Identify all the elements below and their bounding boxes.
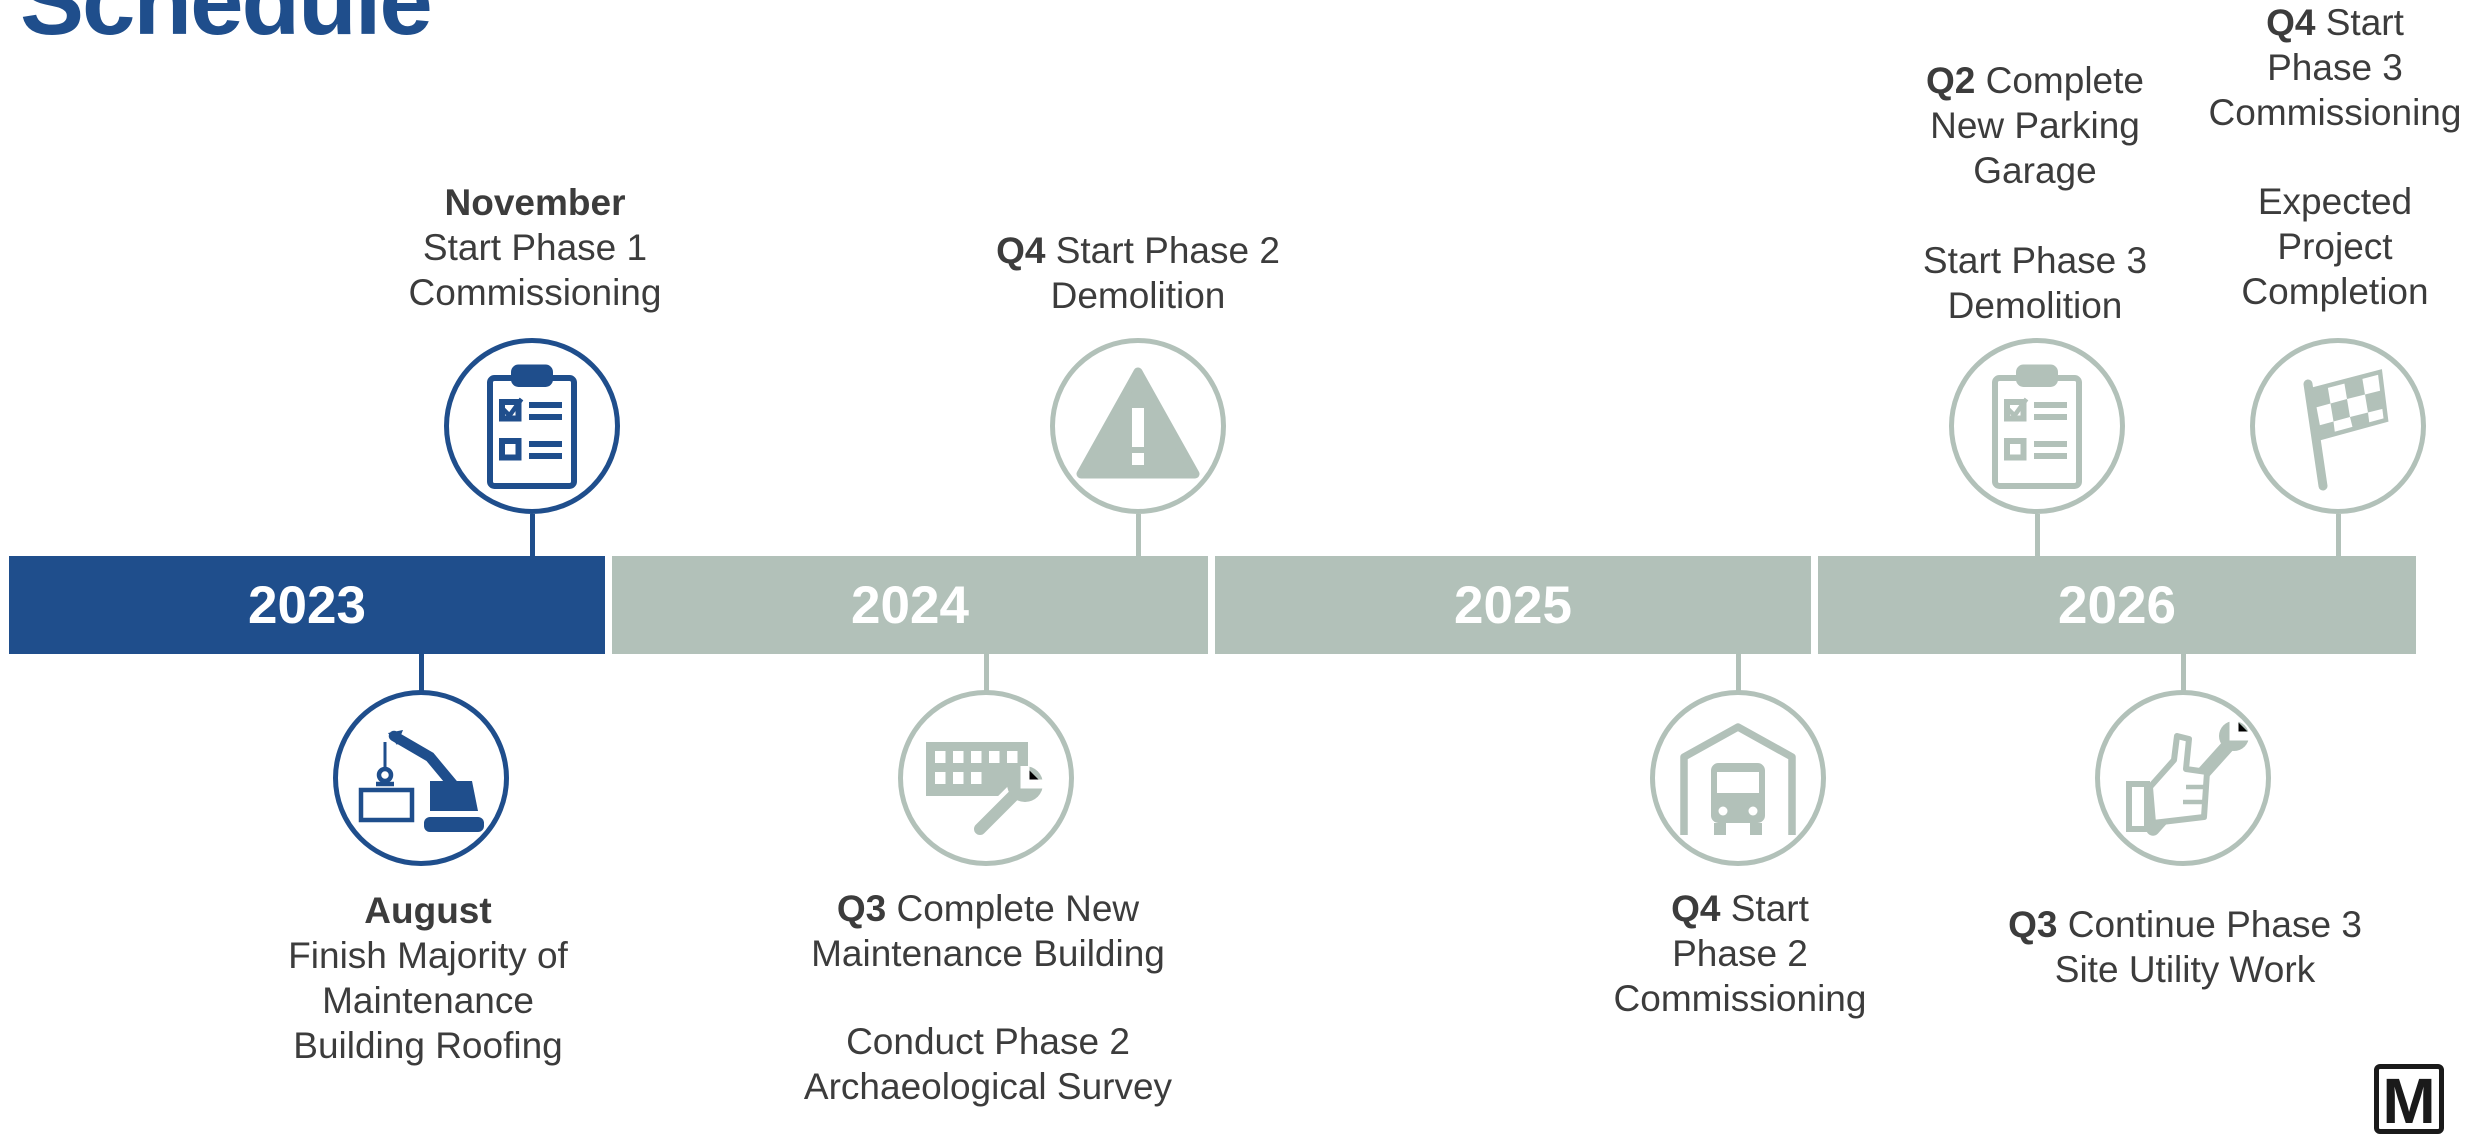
milestone-text: Garage	[1973, 150, 2097, 191]
crane-excavator-icon	[358, 730, 484, 832]
milestone-label: Q4 Start Phase 3 Commissioning Expected …	[2190, 0, 2476, 314]
milestone-text: Expected	[2257, 181, 2413, 222]
milestone-text: Continue Phase 3	[2057, 904, 2362, 945]
year-label: 2023	[248, 575, 366, 635]
milestone-label: Q3 Complete New Maintenance Building Con…	[788, 886, 1188, 1109]
connector-line	[1736, 652, 1741, 692]
milestone-text: Start Phase 1	[422, 227, 648, 268]
page-title: Schedule	[20, 0, 433, 55]
milestone-label: August Finish Majority of Maintenance Bu…	[228, 888, 628, 1068]
milestone-label: November Start Phase 1 Commissioning	[335, 180, 735, 315]
bus-garage-icon	[1680, 723, 1796, 835]
milestone-text: Commissioning	[1613, 978, 1867, 1019]
milestone-text: Maintenance	[322, 980, 534, 1021]
milestone-icon-circle	[333, 690, 509, 866]
milestone-label: Q2 Complete New Parking Garage Start Pha…	[1865, 58, 2205, 328]
milestone-text: Demolition	[1947, 285, 2123, 326]
milestone-icon-circle	[1650, 690, 1826, 866]
milestone-text: Demolition	[1050, 275, 1226, 316]
milestone-date: Q4	[2266, 2, 2316, 43]
milestone-text: Conduct Phase 2	[846, 1021, 1130, 1062]
connector-line	[2181, 652, 2186, 692]
milestone-icon-circle	[444, 338, 620, 514]
connector-line	[2336, 514, 2341, 558]
milestone-label: Q4 Start Phase 2 Commissioning	[1590, 886, 1890, 1021]
building-wrench-icon	[926, 742, 1043, 840]
milestone-date: Q4	[1671, 888, 1721, 929]
milestone-text: Phase 2	[1672, 933, 1808, 974]
warning-icon	[1076, 367, 1200, 479]
milestone-text: Start	[2315, 2, 2404, 43]
milestone-label: Q4 Start Phase 2 Demolition	[938, 228, 1338, 318]
year-bar-2026: 2026	[1818, 556, 2416, 654]
milestone-date: August	[364, 890, 492, 931]
milestone-text: Completion	[2241, 271, 2429, 312]
milestone-date: Q3	[2008, 904, 2058, 945]
milestone-text: Project	[2277, 226, 2393, 267]
logo-letter: M	[2382, 1065, 2436, 1137]
year-label: 2025	[1454, 575, 1572, 635]
milestone-text: Complete New	[886, 888, 1140, 929]
year-bar-2023: 2023	[9, 556, 605, 654]
milestone-icon-circle	[2095, 690, 2271, 866]
milestone-date: November	[444, 182, 626, 223]
milestone-text: Maintenance Building	[811, 933, 1165, 974]
connector-line	[984, 652, 989, 692]
milestone-icon-circle	[1949, 338, 2125, 514]
connector-line	[1136, 514, 1141, 558]
milestone-date: Q4	[996, 230, 1046, 271]
connector-line	[419, 652, 424, 692]
year-bar-2024: 2024	[612, 556, 1208, 654]
milestone-icon-circle	[2250, 338, 2426, 514]
milestone-icon-circle	[898, 690, 1074, 866]
milestone-text: Commissioning	[408, 272, 662, 313]
connector-line	[530, 514, 535, 558]
milestone-text: Start	[1720, 888, 1809, 929]
milestone-date: Q3	[836, 888, 887, 929]
milestone-text: Commissioning	[2208, 92, 2462, 133]
year-label: 2024	[851, 575, 969, 635]
milestone-text: Building Roofing	[293, 1025, 563, 1066]
milestone-text: Finish Majority of	[288, 935, 568, 976]
clipboard-checklist-icon	[1992, 364, 2082, 489]
year-label: 2026	[2058, 575, 2176, 635]
year-bar-2025: 2025	[1215, 556, 1811, 654]
milestone-text: Phase 3	[2267, 47, 2403, 88]
milestone-text: Start Phase 2	[1045, 230, 1280, 271]
milestone-text: New Parking	[1930, 105, 2140, 146]
clipboard-checklist-icon	[487, 364, 577, 489]
milestone-date: Q2	[1926, 60, 1976, 101]
metro-logo: M	[2374, 1064, 2444, 1134]
milestone-label: Q3 Continue Phase 3 Site Utility Work	[1960, 902, 2410, 992]
checkered-flag-icon	[2303, 369, 2389, 491]
milestone-icon-circle	[1050, 338, 1226, 514]
milestone-text: Start Phase 3	[1922, 240, 2148, 281]
milestone-text: Complete	[1975, 60, 2144, 101]
thumbs-up-wrench-icon	[2126, 718, 2252, 836]
milestone-text: Archaeological Survey	[803, 1066, 1173, 1107]
milestone-text: Site Utility Work	[2054, 949, 2316, 990]
connector-line	[2035, 514, 2040, 558]
